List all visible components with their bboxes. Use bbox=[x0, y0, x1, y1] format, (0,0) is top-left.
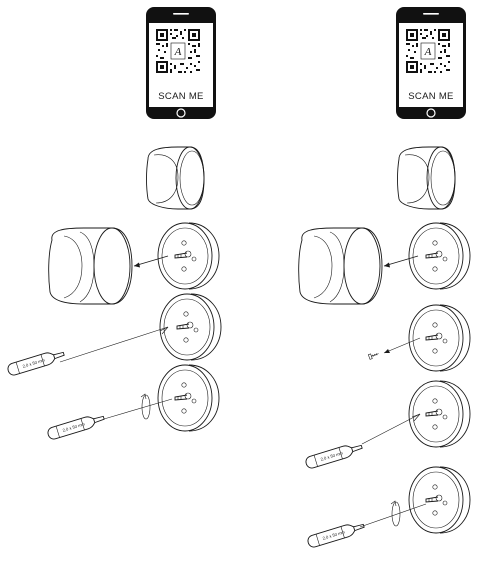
left-step4-rotation-icon bbox=[141, 394, 151, 420]
left-step3-screwdriver: 2,0 x 50 mm bbox=[6, 347, 66, 377]
phone-right: SCAN ME bbox=[396, 7, 466, 119]
right-step5: 2,0 x 50 mm bbox=[306, 466, 471, 549]
left-step2-arrow bbox=[133, 255, 169, 267]
phone-left: SCAN ME bbox=[146, 7, 216, 119]
right-step4-housing bbox=[408, 380, 471, 448]
left-step4-housing bbox=[157, 364, 220, 432]
right-step5-screwdriver: 2,0 x 50 mm bbox=[306, 519, 366, 549]
left-step4: 2,0 x 50 mm bbox=[46, 364, 220, 441]
svg-text:2,0 x 50 mm: 2,0 x 50 mm bbox=[22, 357, 46, 369]
right-step4: 2,0 x 50 mm bbox=[304, 380, 471, 470]
scan-me-label-right: SCAN ME bbox=[408, 91, 453, 102]
right-step5-housing bbox=[408, 466, 471, 534]
left-step2 bbox=[48, 222, 220, 305]
left-step4-screwdriver: 2,0 x 50 mm bbox=[46, 411, 106, 441]
right-step3-housing bbox=[408, 304, 471, 372]
right-step5-rotation-icon bbox=[391, 501, 401, 527]
right-step2-housing bbox=[408, 222, 471, 290]
small-screw-icon bbox=[367, 353, 379, 360]
svg-text:2,0 x 50 mm: 2,0 x 50 mm bbox=[62, 421, 86, 433]
right-step1-cap bbox=[397, 146, 456, 210]
right-step4-screwdriver: 2,0 x 50 mm bbox=[304, 440, 364, 470]
svg-text:2,0 x 50 mm: 2,0 x 50 mm bbox=[322, 529, 346, 541]
right-step2-knob bbox=[298, 227, 383, 305]
left-step1-cap bbox=[146, 146, 205, 210]
left-step3-housing bbox=[159, 293, 222, 361]
svg-text:2,0 x 50 mm: 2,0 x 50 mm bbox=[320, 450, 344, 462]
qr-code-right[interactable] bbox=[404, 27, 452, 75]
right-step3 bbox=[367, 304, 471, 372]
qr-code-left[interactable] bbox=[154, 27, 202, 75]
scan-me-label-left: SCAN ME bbox=[158, 91, 203, 102]
left-step2-knob bbox=[48, 227, 133, 305]
right-step2 bbox=[298, 222, 471, 305]
left-step3: 2,0 x 50 mm bbox=[6, 293, 222, 377]
